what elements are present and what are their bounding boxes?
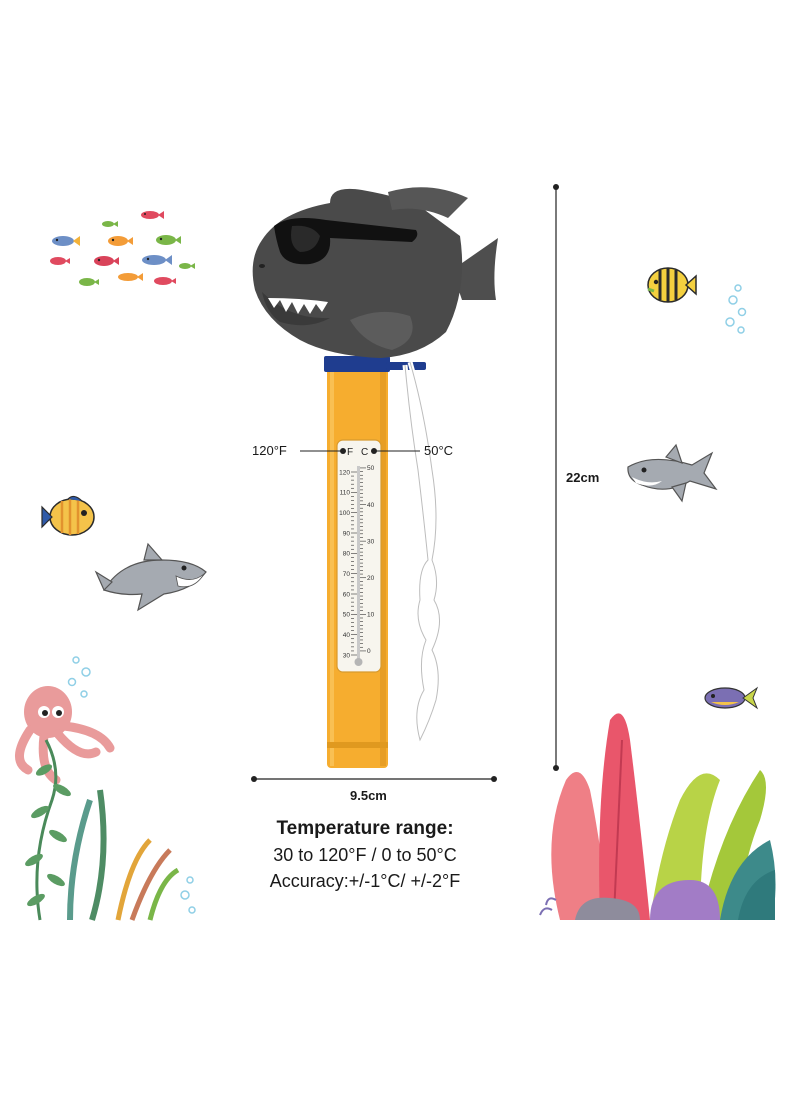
spec-range: 30 to 120°F / 0 to 50°C	[273, 845, 457, 865]
coral-icon	[539, 713, 776, 920]
celsius-tick-label: 0	[367, 648, 371, 655]
celsius-tick-label: 40	[367, 502, 375, 509]
purple-fish-icon	[704, 686, 759, 710]
bubbles-icon	[725, 284, 747, 334]
octopus-icon	[15, 686, 115, 785]
cartoon-shark-icon	[94, 542, 207, 612]
fahrenheit-tick-label: 50	[343, 612, 351, 619]
striped-fish-icon	[647, 267, 697, 303]
fahrenheit-tick-label: 80	[343, 551, 351, 558]
yellow-fish-icon	[41, 495, 95, 536]
fahrenheit-tick-label: 90	[343, 530, 351, 537]
fahrenheit-tick-label: 100	[339, 510, 350, 517]
celsius-max-label: 50°C	[424, 443, 454, 458]
cartoon-shark-icon	[627, 443, 718, 503]
spec-accuracy: Accuracy:+/-1°C/ +/-2°F	[269, 871, 461, 891]
celsius-tick-label: 20	[367, 575, 375, 582]
fahrenheit-tick-label: 30	[343, 652, 351, 659]
fahrenheit-tick-label: 120	[339, 469, 350, 476]
fish-school-icon	[50, 211, 195, 286]
celsius-unit: C	[361, 447, 368, 458]
seaweed-icon	[25, 739, 180, 921]
celsius-pointer	[371, 448, 420, 454]
height-label: 22cm	[566, 470, 600, 485]
thermometer-cap	[324, 356, 390, 372]
fahrenheit-tick-label: 40	[343, 632, 351, 639]
celsius-tick-label: 10	[367, 612, 375, 619]
celsius-tick-label: 30	[367, 538, 375, 545]
celsius-tick-label: 50	[367, 465, 375, 472]
bubbles-icon	[67, 656, 196, 914]
fahrenheit-pointer	[300, 448, 346, 454]
rope	[402, 361, 442, 748]
fahrenheit-tick-label: 70	[343, 571, 351, 578]
fahrenheit-unit: F	[347, 447, 353, 458]
height-dimension-line	[553, 184, 559, 771]
fahrenheit-max-label: 120°F	[252, 443, 287, 458]
spec-title: Temperature range:	[276, 818, 454, 839]
width-label: 9.5cm	[350, 788, 387, 803]
shark-head	[252, 187, 498, 358]
spec-block: Temperature range: 30 to 120°F / 0 to 50…	[200, 816, 530, 894]
width-dimension-line	[251, 776, 497, 782]
fahrenheit-tick-label: 110	[340, 490, 351, 497]
fahrenheit-tick-label: 60	[343, 591, 351, 598]
